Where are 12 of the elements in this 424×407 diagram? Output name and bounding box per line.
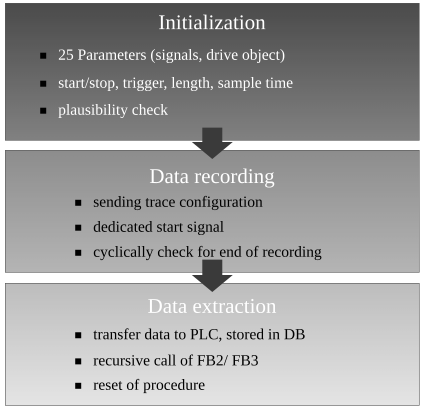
bullet-item: start/stop, trigger, length, sample time <box>40 76 293 92</box>
bullet-item: recursive call of FB2/ FB3 <box>75 354 258 366</box>
box-title: Data recording <box>150 168 274 188</box>
bullet-item: dedicated start signal <box>75 220 224 236</box>
bullet-item: reset of procedure <box>75 378 205 394</box>
box-title: Initialization <box>159 14 266 30</box>
bullet-item: cyclically check for end of recording <box>75 246 322 260</box>
bullet-item: sending trace configuration <box>75 196 263 210</box>
bullet-item: transfer data to PLC, stored in DB <box>75 328 305 342</box>
box-title: Data extraction <box>148 298 276 314</box>
bullet-item: 25 Parameters (signals, drive object) <box>40 48 284 64</box>
bullet-item: plausibility check <box>40 104 168 118</box>
